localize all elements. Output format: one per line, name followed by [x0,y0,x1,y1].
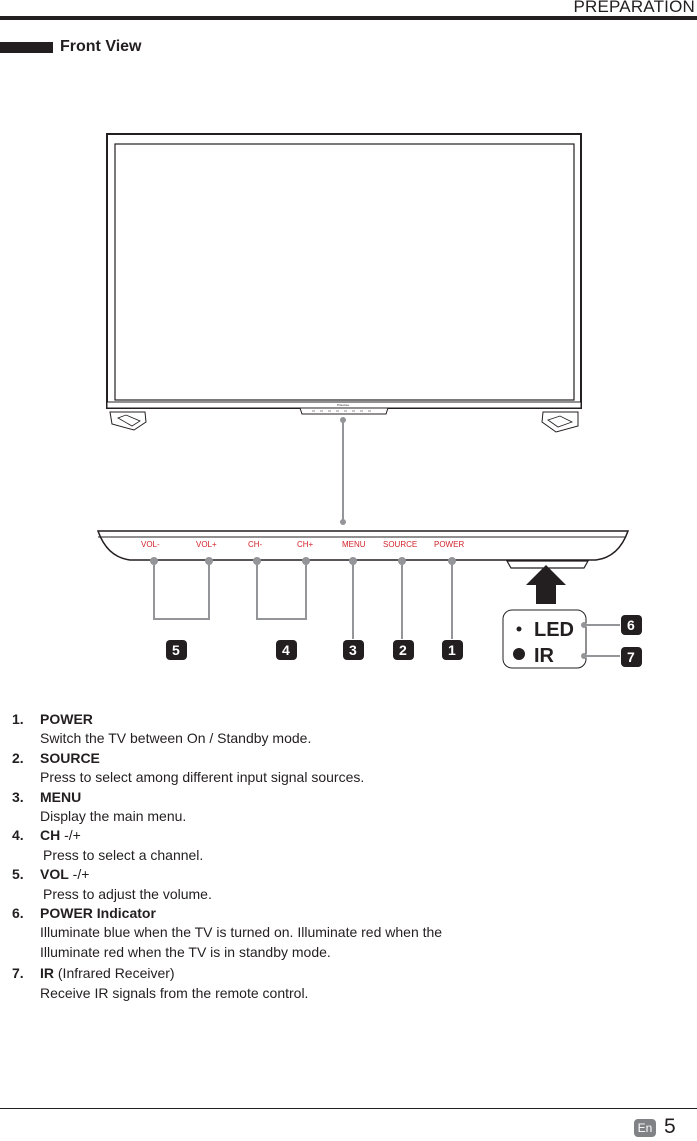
ch-bracket [256,561,307,620]
vol-bracket [153,561,210,620]
vol-minus-label: VOL- [141,540,160,549]
leader-dot-bottom [340,519,346,525]
badge-6-label: 6 [627,617,635,633]
badge-4-label: 4 [282,642,290,658]
badge-7-label: 7 [627,649,635,665]
badge-3 [343,640,364,660]
feature-list: 1. POWER Switch the TV between On / Stan… [12,710,652,1003]
item-number: 7. [12,965,24,982]
list-item-volume: 5. VOL -/+ Press to adjust the volume. [12,865,652,904]
callout-badges: 5 4 3 2 1 6 7 [166,615,642,667]
badge-3-label: 3 [349,642,357,658]
badge-4 [276,640,297,660]
item-desc: Illuminate red when the TV is in standby… [40,943,331,960]
badge-5-label: 5 [172,642,180,658]
power-label: POWER [434,540,464,549]
item-title: IR [40,965,54,982]
item-title: POWER [40,711,93,727]
item-desc: Illuminate blue when the TV is turned on… [40,924,443,941]
ch-minus-label: CH- [248,540,263,549]
item-title: POWER Indicator [40,905,156,922]
section-marker [0,42,53,53]
item-desc: Press to select a channel. [43,846,204,863]
led-label: LED [534,619,574,641]
item-number: 2. [12,749,24,766]
list-item-power-indicator: 6. POWER Indicator Illuminate blue when … [12,904,652,962]
button-connectors [150,557,456,639]
tv-brand-logo: Hisense [337,403,349,407]
list-item-menu: 3. MENU Display the main menu. [12,788,652,827]
ir-label: IR [534,645,555,667]
item-desc: Press to select among different input si… [40,769,365,786]
item-suffix: -/+ [68,866,90,883]
item-desc: Press to adjust the volume. [43,885,212,902]
ir-dot-icon [513,648,525,660]
badge-5 [166,640,187,660]
badge-7 [621,647,642,667]
item-suffix: -/+ [60,827,81,844]
ir-connector-dot [581,653,587,659]
led-connector-dot [581,622,587,628]
badge-2-label: 2 [399,642,407,658]
tv-illustration: Hisense [106,133,582,433]
item-number: 5. [12,866,24,883]
footer-rule [0,1108,697,1109]
badge-6 [621,615,642,635]
item-suffix: (Infrared Receiver) [54,965,175,982]
item-title: VOL [40,866,69,883]
language-badge: En [634,1119,656,1137]
item-number: 3. [12,788,24,805]
control-panel: VOL- VOL+ CH- CH+ MENU SOURCE POWER [96,530,630,569]
list-item-source: 2. SOURCE Press to select among differen… [12,749,652,788]
ir-window [505,560,590,569]
header-section-title: PREPARATION [573,0,695,16]
item-number: 4. [12,827,24,844]
item-title: SOURCE [40,749,100,766]
list-item-ir: 7. IR (Infrared Receiver) Receive IR sig… [12,964,652,1003]
item-title: MENU [40,788,82,805]
list-item-channel: 4. CH -/+ Press to select a channel. [12,826,652,865]
header-rule [0,16,697,20]
item-desc: Receive IR signals from the remote contr… [40,984,309,1001]
item-desc: Switch the TV between On / Standby mode. [40,730,312,747]
up-arrow-icon [526,565,566,604]
badge-1 [442,640,463,660]
tv-front-diagram: Hisense VOL- VOL+ CH- CH+ MENU SOURCE PO… [96,133,642,669]
tv-stand-left-detail [117,414,141,427]
section-title: Front View [60,38,142,55]
badge-1-label: 1 [448,642,456,658]
menu-label: MENU [342,540,366,549]
item-desc: Display the main menu. [40,808,187,825]
badge-2 [393,640,414,660]
led-dot-icon [516,626,522,632]
leader-dot-top [340,417,346,423]
page-number: 5 [664,1115,676,1138]
indicator-box: LED IR [502,609,620,669]
list-item-power: 1. POWER Switch the TV between On / Stan… [12,710,652,749]
control-panel-body [96,530,630,561]
source-label: SOURCE [383,540,417,549]
ch-plus-label: CH+ [297,540,314,549]
item-number: 6. [12,905,24,922]
item-number: 1. [12,711,24,727]
tv-stand-right-detail [547,415,574,428]
vol-plus-label: VOL+ [196,540,217,549]
item-title: CH [40,827,61,844]
tv-screen [114,143,575,401]
